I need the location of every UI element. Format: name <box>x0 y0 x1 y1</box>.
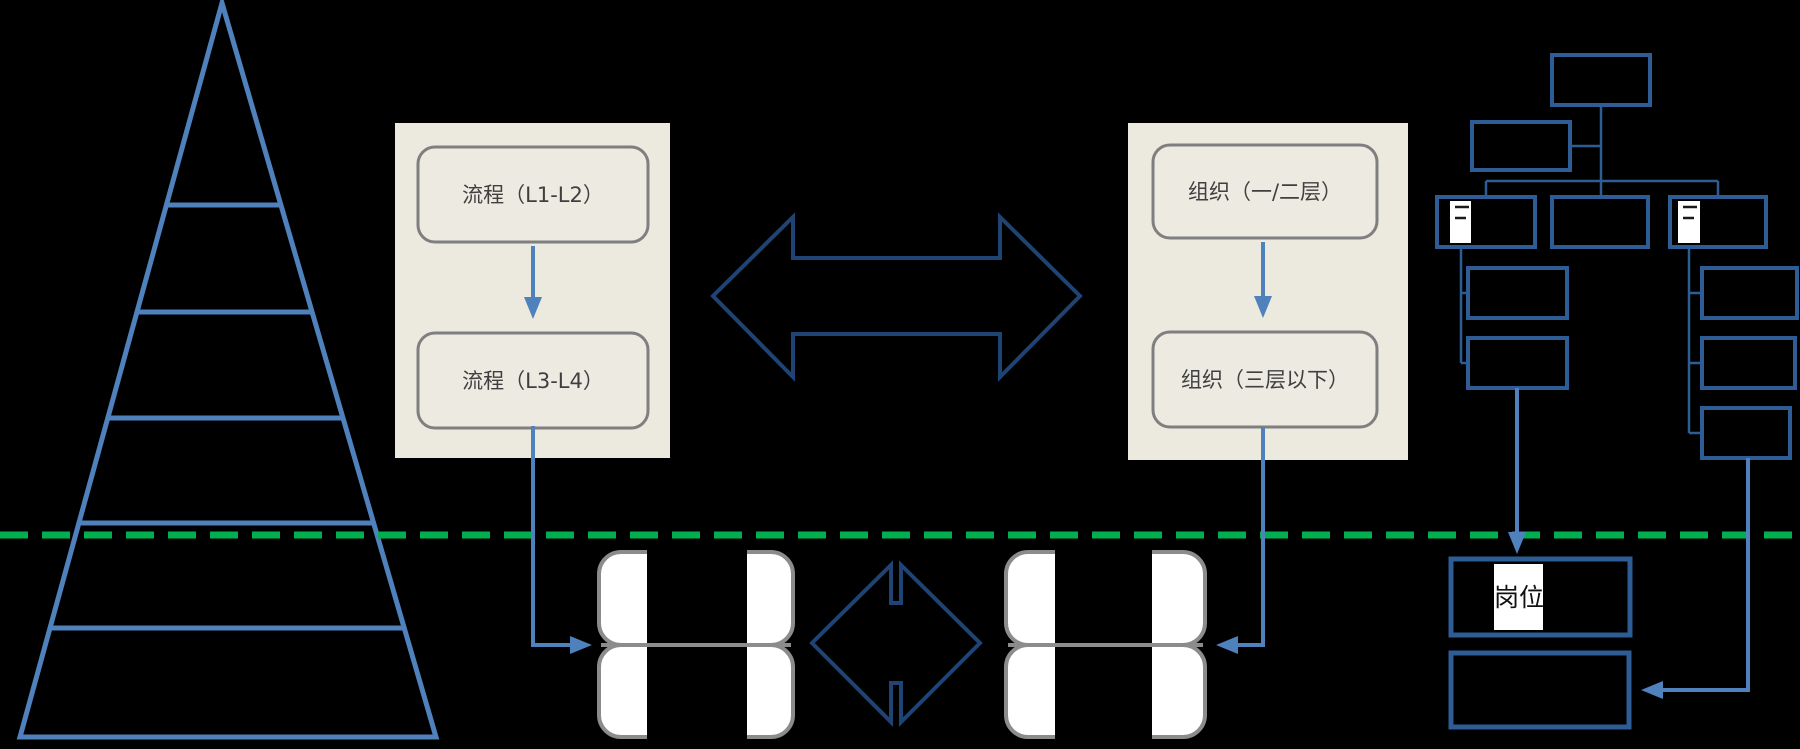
org-child-box-right <box>1668 195 1768 249</box>
org-sub-box <box>1700 406 1792 460</box>
org-sub-box <box>1466 266 1569 320</box>
org-root-box <box>1550 53 1652 107</box>
label-strip <box>1450 201 1471 243</box>
org-child-box-left <box>1435 195 1537 249</box>
org-sub-box <box>1466 336 1569 390</box>
bidirectional-arrow-top <box>710 212 1083 382</box>
post-box-label: 岗位 <box>1494 583 1544 612</box>
matrix-block-left <box>597 548 795 741</box>
org-box-top <box>1151 143 1379 240</box>
arrow-into-matrix-left <box>531 426 592 654</box>
bottom-right-box <box>1448 650 1632 730</box>
org-sub-box <box>1700 336 1797 390</box>
org-chart <box>1435 53 1799 460</box>
arrow-into-bottom-right-box <box>1641 458 1750 699</box>
matrix-block-right <box>1004 548 1207 741</box>
org-child-box-middle <box>1550 195 1650 249</box>
post-box <box>1448 556 1633 638</box>
pyramid-outline <box>16 0 440 740</box>
org-sub-box <box>1700 266 1799 320</box>
org-box-top-label: 组织（一/二层） <box>1188 180 1342 204</box>
process-box-l3-l4-label: 流程（L3-L4） <box>462 369 604 393</box>
process-box-l1-l2-label: 流程（L1-L2） <box>462 183 604 207</box>
org-box-bottom-label: 组织（三层以下） <box>1181 368 1349 392</box>
post-label-patch <box>1494 564 1543 630</box>
process-panel: 流程（L1-L2） 流程（L3-L4） <box>395 123 670 458</box>
partial-text-marks <box>1455 205 1469 220</box>
bidirectional-arrow-bottom <box>809 560 983 727</box>
partial-text-marks <box>1683 205 1697 220</box>
process-box-l1-l2 <box>416 145 650 244</box>
pyramid <box>16 0 440 740</box>
label-strip <box>1678 201 1700 243</box>
post-box-group: 岗位 <box>1448 556 1633 638</box>
org-assistant-box <box>1470 120 1572 172</box>
org-panel: 组织（一/二层） 组织（三层以下） <box>1128 123 1408 460</box>
arrow-into-matrix-right <box>1216 427 1265 654</box>
